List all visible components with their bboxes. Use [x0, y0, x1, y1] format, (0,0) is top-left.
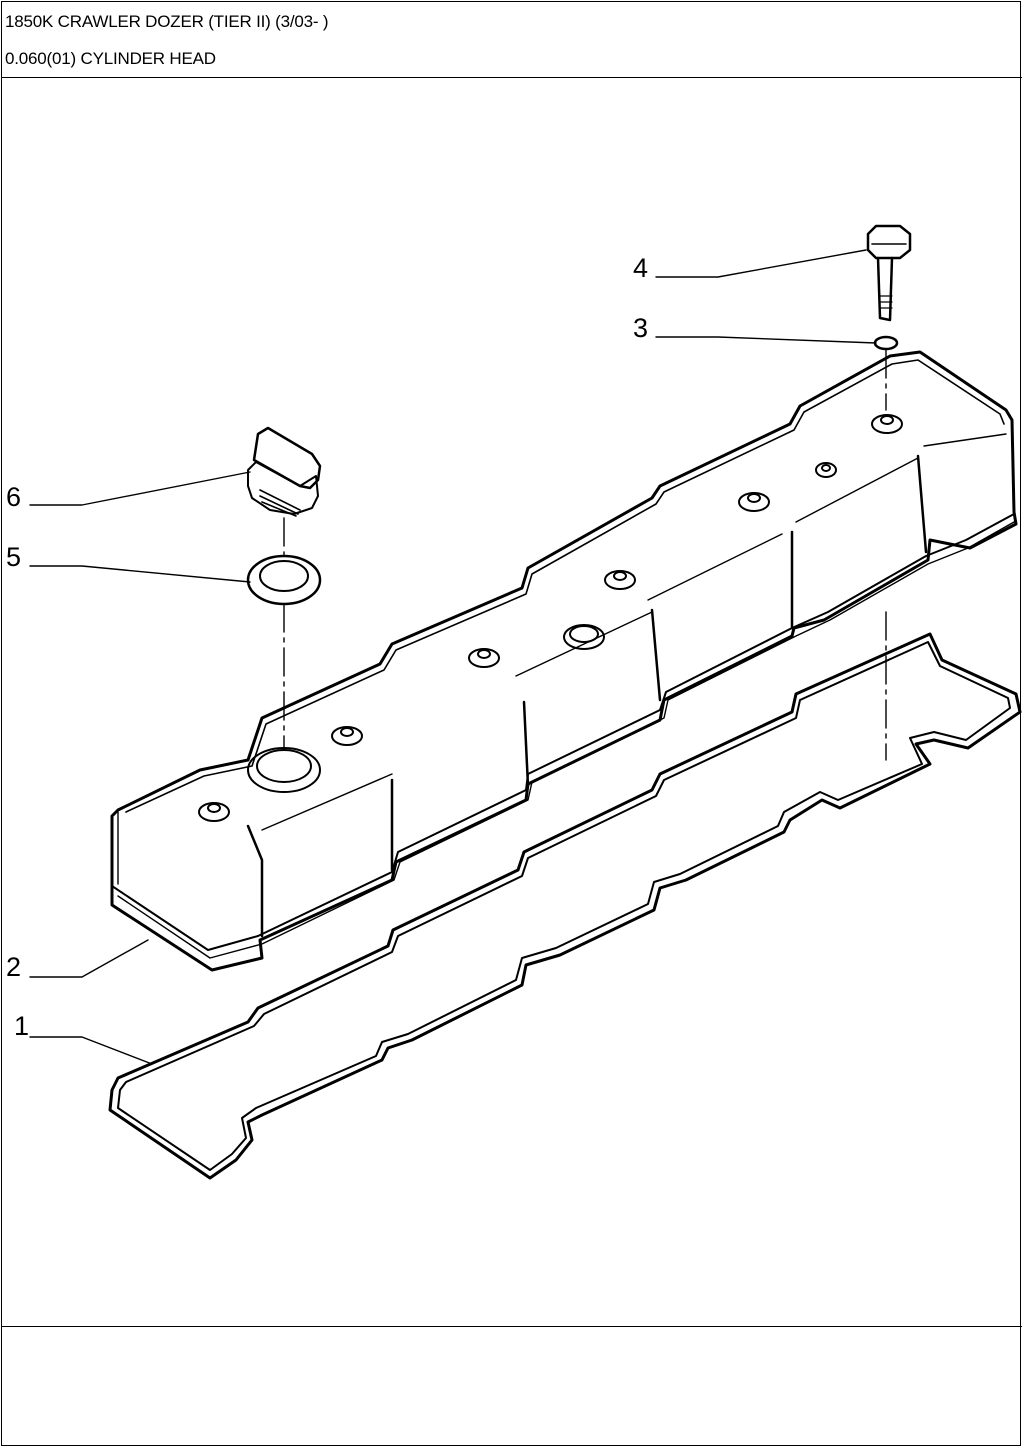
gasket-outline	[108, 632, 1022, 1180]
bolt-washer	[873, 335, 899, 351]
sealing-ring	[246, 554, 322, 606]
callout-leaders	[29, 249, 877, 1065]
assembly-axis-lines	[283, 349, 887, 761]
header-divider	[1, 77, 1022, 78]
callout-1: 1	[14, 1011, 29, 1041]
callout-2: 2	[6, 952, 21, 982]
callout-6: 6	[6, 482, 21, 512]
callout-3: 3	[633, 313, 648, 343]
footer-divider	[1, 1326, 1022, 1327]
model-title: 1850K CRAWLER DOZER (TIER II) (3/03- )	[5, 12, 329, 31]
cover-stud-bosses	[198, 414, 903, 822]
callout-4: 4	[633, 253, 648, 283]
section-title: 0.060(01) CYLINDER HEAD	[5, 49, 216, 68]
cover-bolt	[866, 224, 912, 322]
valve-cover	[110, 350, 1018, 972]
callout-5: 5	[6, 542, 21, 572]
oil-filler-cap	[247, 426, 322, 517]
